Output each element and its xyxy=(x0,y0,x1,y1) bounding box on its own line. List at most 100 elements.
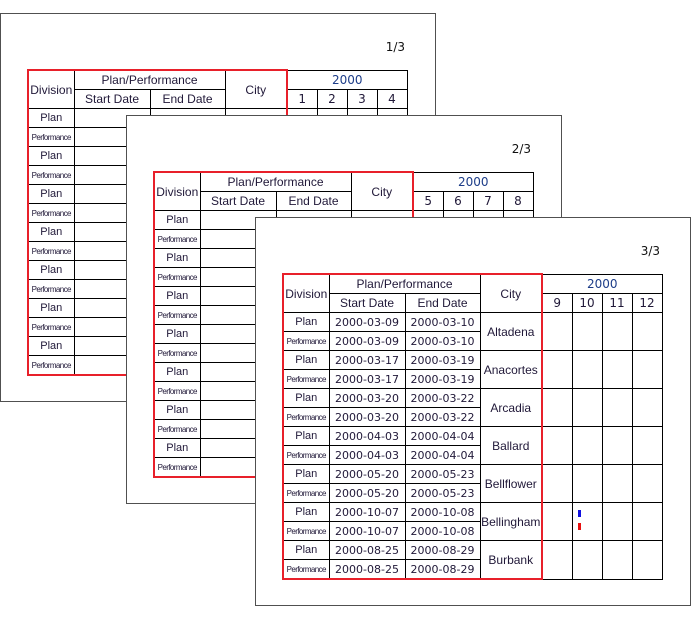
performance-label: Performance xyxy=(153,419,201,439)
gantt-cell xyxy=(541,464,573,503)
end-date-cell: 2000-10-08 xyxy=(404,502,481,522)
year-header: 2000 xyxy=(286,69,408,90)
page-number: 2/3 xyxy=(511,142,531,156)
performance-label: Performance xyxy=(282,483,330,503)
performance-label: Performance xyxy=(282,521,330,541)
end-date-cell: 2000-03-22 xyxy=(404,407,481,427)
performance-bar xyxy=(578,523,582,530)
gantt-cell xyxy=(541,426,573,465)
performance-label: Performance xyxy=(27,355,75,376)
end-date-cell: 2000-05-23 xyxy=(404,464,481,484)
gantt-cell xyxy=(541,540,573,580)
plan-performance-header: Plan/Performance xyxy=(199,171,352,192)
end-date-header: End Date xyxy=(404,293,481,313)
plan-label: Plan xyxy=(153,210,201,230)
plan-label: Plan xyxy=(27,260,75,280)
gantt-cell xyxy=(601,350,633,389)
month-header: 12 xyxy=(631,293,663,313)
plan-performance-header: Plan/Performance xyxy=(73,69,226,90)
city-header: City xyxy=(224,69,288,109)
month-header: 7 xyxy=(472,191,504,211)
page-number: 1/3 xyxy=(385,40,405,54)
start-date-cell: 2000-10-07 xyxy=(328,521,406,541)
performance-label: Performance xyxy=(27,279,75,299)
start-date-cell: 2000-10-07 xyxy=(328,502,406,522)
end-date-cell: 2000-03-22 xyxy=(404,388,481,408)
gantt-cell xyxy=(541,350,573,389)
plan-label: Plan xyxy=(153,248,201,268)
division-header: Division xyxy=(27,69,75,109)
month-header: 2 xyxy=(316,89,348,109)
plan-label: Plan xyxy=(282,540,330,560)
end-date-cell: 2000-08-29 xyxy=(404,559,481,580)
performance-label: Performance xyxy=(153,381,201,401)
plan-label: Plan xyxy=(282,426,330,446)
plan-label: Plan xyxy=(153,400,201,420)
end-date-cell: 2000-03-19 xyxy=(404,369,481,389)
end-date-cell: 2000-08-29 xyxy=(404,540,481,560)
city-header: City xyxy=(479,273,543,313)
gantt-cell xyxy=(631,540,663,580)
end-date-cell: 2000-10-08 xyxy=(404,521,481,541)
plan-label: Plan xyxy=(153,362,201,382)
division-header: Division xyxy=(153,171,201,211)
plan-label: Plan xyxy=(282,312,330,332)
gantt-cell xyxy=(631,350,663,389)
end-date-header: End Date xyxy=(275,191,352,211)
start-date-cell: 2000-05-20 xyxy=(328,483,406,503)
month-header: 5 xyxy=(412,191,444,211)
gantt-cell xyxy=(601,388,633,427)
year-header: 2000 xyxy=(541,273,663,294)
plan-label: Plan xyxy=(27,146,75,166)
start-date-cell: 2000-03-09 xyxy=(328,312,406,332)
page-number: 3/3 xyxy=(640,244,660,258)
plan-label: Plan xyxy=(153,438,201,458)
start-date-cell: 2000-04-03 xyxy=(328,445,406,465)
month-header: 10 xyxy=(571,293,603,313)
start-date-header: Start Date xyxy=(199,191,277,211)
performance-label: Performance xyxy=(282,369,330,389)
city-cell: Altadena xyxy=(479,312,543,351)
start-date-cell: 2000-04-03 xyxy=(328,426,406,446)
gantt-cell xyxy=(571,540,603,580)
month-header: 1 xyxy=(286,89,318,109)
start-date-cell: 2000-03-09 xyxy=(328,331,406,351)
start-date-cell: 2000-03-17 xyxy=(328,369,406,389)
gantt-cell xyxy=(601,426,633,465)
city-header: City xyxy=(350,171,414,211)
month-header: 11 xyxy=(601,293,633,313)
end-date-header: End Date xyxy=(149,89,226,109)
city-cell: Bellflower xyxy=(479,464,543,503)
performance-label: Performance xyxy=(282,559,330,580)
plan-label: Plan xyxy=(282,464,330,484)
plan-label: Plan xyxy=(282,388,330,408)
start-date-cell: 2000-03-20 xyxy=(328,407,406,427)
end-date-cell: 2000-03-10 xyxy=(404,331,481,351)
month-header: 9 xyxy=(541,293,573,313)
month-header: 6 xyxy=(442,191,474,211)
gantt-cell xyxy=(631,426,663,465)
performance-label: Performance xyxy=(153,305,201,325)
division-header: Division xyxy=(282,273,330,313)
start-date-cell: 2000-08-25 xyxy=(328,540,406,560)
gantt-cell xyxy=(601,502,633,541)
performance-label: Performance xyxy=(27,203,75,223)
gantt-cell xyxy=(631,464,663,503)
plan-label: Plan xyxy=(27,108,75,128)
start-date-cell: 2000-05-20 xyxy=(328,464,406,484)
